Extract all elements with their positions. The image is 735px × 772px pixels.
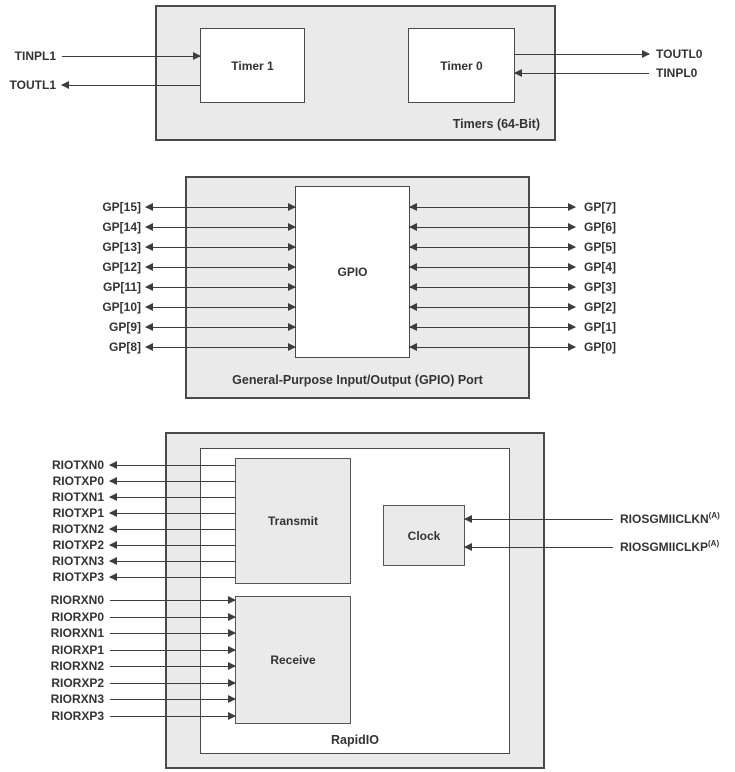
label-riorxn2: RIORXN2 — [50, 659, 104, 673]
wire-toutl1-arrow — [61, 81, 200, 90]
label-riorxp2: RIORXP2 — [51, 676, 104, 690]
label-toutl0: TOUTL0 — [656, 47, 703, 61]
label-gp13: GP[13] — [102, 240, 141, 254]
rapidio-block-title: RapidIO — [331, 733, 379, 747]
wire-riorxn1-arrow — [110, 629, 236, 638]
label-gp2: GP[2] — [584, 300, 617, 314]
label-gp15: GP[15] — [102, 200, 141, 214]
wire-riorxn0-arrow — [110, 596, 236, 605]
timer0-label: Timer 0 — [440, 58, 483, 73]
label-gp7: GP[7] — [584, 200, 617, 214]
clock-box: Clock — [383, 505, 465, 566]
wire-riotxp3-arrow — [109, 573, 235, 582]
wire-gp4-bidir — [409, 263, 576, 272]
receive-label: Receive — [270, 653, 316, 667]
wire-gp12-bidir — [145, 263, 296, 272]
label-gp4: GP[4] — [584, 260, 617, 274]
wire-gp1-bidir — [409, 323, 576, 332]
label-gp11: GP[11] — [102, 280, 141, 294]
wire-riotxn1-arrow — [109, 493, 235, 502]
wire-gp9-bidir — [145, 323, 296, 332]
timer0-box: Timer 0 — [408, 28, 515, 103]
label-gp3: GP[3] — [584, 280, 617, 294]
wire-toutl0-arrow — [515, 50, 650, 59]
label-toutl1: TOUTL1 — [9, 78, 56, 92]
wire-riotxp2-arrow — [109, 541, 235, 550]
label-gp1: GP[1] — [584, 320, 617, 334]
gpio-core-box: GPIO — [295, 186, 410, 358]
wire-riotxn3-arrow — [109, 557, 235, 566]
wire-riotxn0-arrow — [109, 461, 235, 470]
wire-gp3-bidir — [409, 283, 576, 292]
timer1-label: Timer 1 — [231, 58, 274, 73]
label-gp10: GP[10] — [102, 300, 141, 314]
timers-block-title: Timers (64-Bit) — [452, 117, 540, 131]
riosgmiiclkn-text: RIOSGMIICLKN — [620, 512, 709, 526]
wire-riorxp2-arrow — [110, 679, 236, 688]
label-tinpl1: TINPL1 — [14, 49, 56, 63]
label-riosgmiiclkn: RIOSGMIICLKN(A) — [620, 512, 720, 527]
wire-riorxn3-arrow — [110, 695, 236, 704]
wire-gp14-bidir — [145, 223, 296, 232]
label-riorxp0: RIORXP0 — [51, 610, 104, 624]
label-riorxn0: RIORXN0 — [50, 593, 104, 607]
wire-gp8-bidir — [145, 343, 296, 352]
clock-label: Clock — [407, 528, 441, 543]
wire-gp13-bidir — [145, 243, 296, 252]
label-riotxp2: RIOTXP2 — [52, 538, 104, 552]
wire-gp15-bidir — [145, 203, 296, 212]
footnote-superscript: (A) — [708, 511, 720, 520]
riosgmiiclkp-text: RIOSGMIICLKP — [620, 540, 709, 554]
wire-riorxp0-arrow — [110, 613, 236, 622]
label-gp8: GP[8] — [108, 340, 141, 354]
wire-gp0-bidir — [409, 343, 576, 352]
label-riotxp1: RIOTXP1 — [52, 506, 104, 520]
wire-riorxn2-arrow — [110, 662, 236, 671]
label-riorxp3: RIORXP3 — [51, 709, 104, 723]
wire-riotxp0-arrow — [109, 477, 235, 486]
label-gp0: GP[0] — [584, 340, 617, 354]
label-gp9: GP[9] — [108, 320, 141, 334]
gpio-core-label: GPIO — [337, 265, 368, 279]
label-gp14: GP[14] — [102, 220, 141, 234]
label-riorxn3: RIORXN3 — [50, 692, 104, 706]
label-riotxn2: RIOTXN2 — [51, 522, 104, 536]
wire-riorxp3-arrow — [110, 712, 236, 721]
label-riotxn3: RIOTXN3 — [51, 554, 104, 568]
footnote-superscript: (A) — [708, 539, 720, 548]
transmit-box: Transmit — [235, 458, 351, 584]
label-gp5: GP[5] — [584, 240, 617, 254]
wire-gp2-bidir — [409, 303, 576, 312]
wire-tinpl0-arrow — [514, 69, 649, 78]
label-riotxp0: RIOTXP0 — [52, 474, 104, 488]
gpio-block-title: General-Purpose Input/Output (GPIO) Port — [232, 373, 483, 387]
label-gp12: GP[12] — [102, 260, 141, 274]
wire-riosgmiiclkn-arrow — [464, 515, 613, 524]
wire-riosgmiiclkp-arrow — [464, 543, 613, 552]
label-riotxn1: RIOTXN1 — [51, 490, 104, 504]
receive-box: Receive — [235, 596, 351, 724]
wire-riotxn2-arrow — [109, 525, 235, 534]
wire-gp6-bidir — [409, 223, 576, 232]
timer1-box: Timer 1 — [200, 28, 305, 103]
label-riorxn1: RIORXN1 — [50, 626, 104, 640]
label-gp6: GP[6] — [584, 220, 617, 234]
wire-gp10-bidir — [145, 303, 296, 312]
wire-gp5-bidir — [409, 243, 576, 252]
wire-gp11-bidir — [145, 283, 296, 292]
label-riotxn0: RIOTXN0 — [51, 458, 104, 472]
label-riorxp1: RIORXP1 — [51, 643, 104, 657]
wire-riorxp1-arrow — [110, 646, 236, 655]
label-tinpl0: TINPL0 — [656, 66, 698, 80]
wire-gp7-bidir — [409, 203, 576, 212]
transmit-label: Transmit — [267, 514, 318, 528]
wire-riotxp1-arrow — [109, 509, 235, 518]
label-riotxp3: RIOTXP3 — [52, 570, 104, 584]
wire-tinpl1-arrow — [62, 52, 201, 61]
label-riosgmiiclkp: RIOSGMIICLKP(A) — [620, 540, 719, 555]
